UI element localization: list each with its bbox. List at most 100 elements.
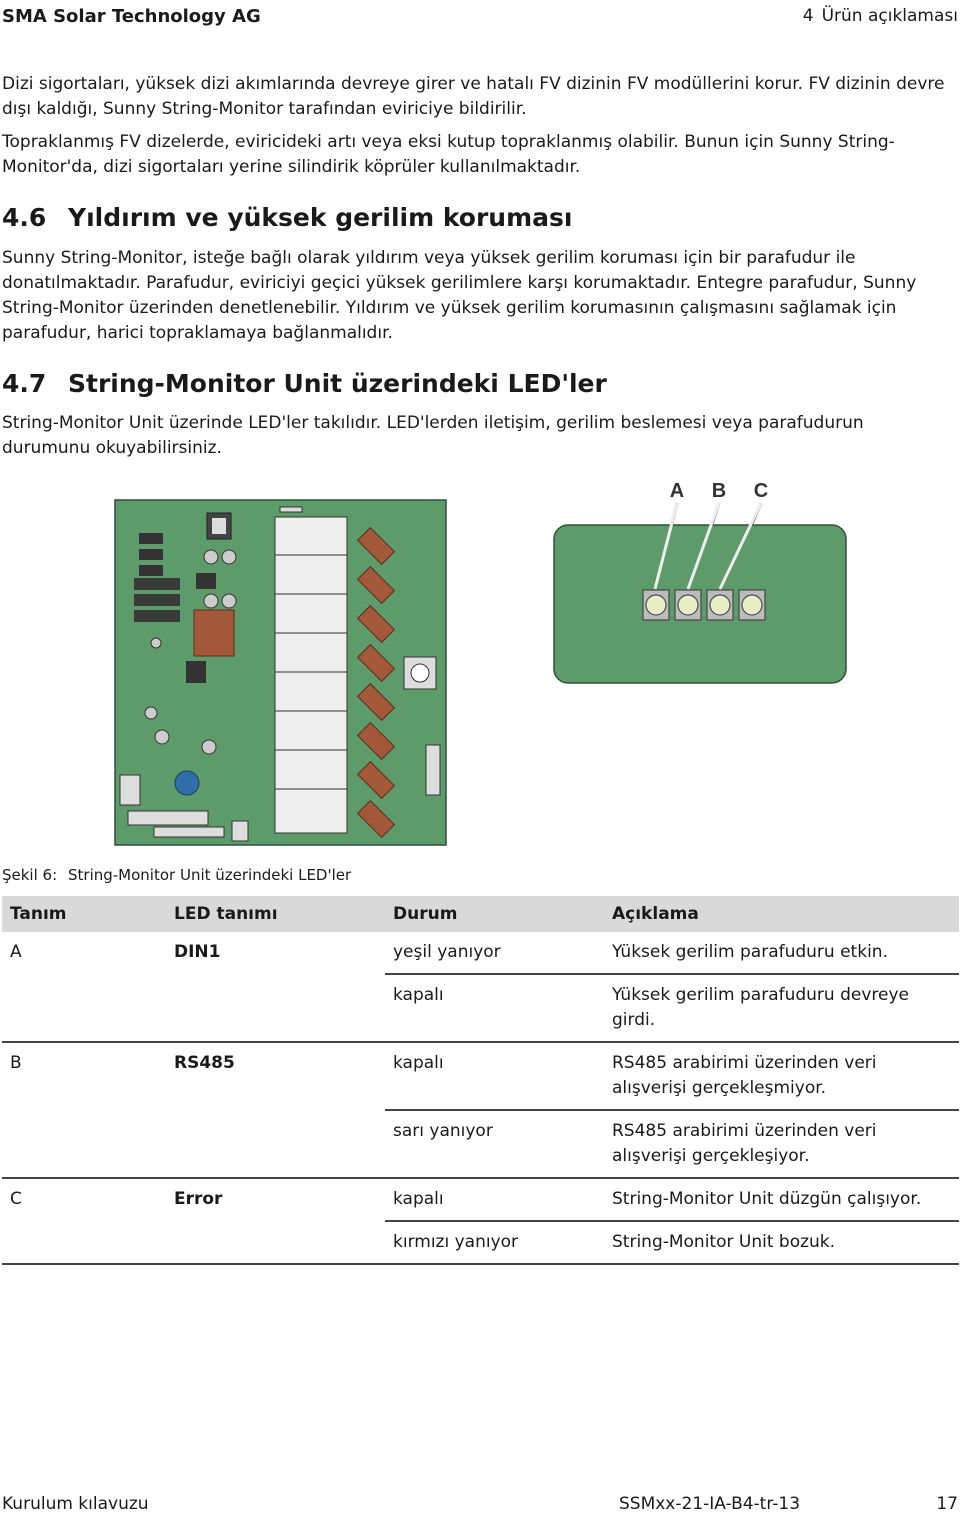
capacitor [221,549,237,565]
table-row: kırmızı yanıyor String-Monitor Unit bozu… [2,1220,959,1265]
capacitor [144,706,158,720]
varistor [356,721,396,761]
cell-aciklama: RS485 arabirimi üzerinden veri alışveriş… [604,1109,959,1178]
component-block [139,549,163,560]
capacitor [154,729,170,745]
column-header: Açıklama [604,896,959,932]
company-name: SMA Solar Technology AG [2,5,261,27]
chapter-number: 4 [802,6,814,26]
chapter-title: Ürün açıklaması [821,6,958,26]
cell-tanim: A [10,942,22,962]
caption-label: Şekil 6: [2,866,58,884]
cell-aciklama: String-Monitor Unit düzgün çalışıyor. [604,1177,959,1221]
led-2 [674,589,702,621]
cell-led: DIN1 [174,942,221,962]
cell-tanim [2,974,166,1042]
cell-durum: kırmızı yanıyor [385,1220,604,1265]
component-block [134,578,180,590]
connector-block [119,774,141,806]
section-number: 4.6 [2,203,47,232]
section-number: 4.7 [2,369,47,398]
cell-tanim: B [2,1041,166,1110]
pointer-line-a [653,502,679,590]
capacitor [201,739,217,755]
component-block [139,565,163,576]
section-heading-4-7: 4.7 String-Monitor Unit üzerindeki LED'le… [2,369,607,398]
varistor [356,604,396,644]
capacitor [150,637,162,649]
table-row: A DIN1 yeşil yanıyor Yüksek gerilim para… [2,932,959,974]
pointer-line-c [718,502,763,590]
chapter-heading: 4 Ürün açıklaması [803,6,958,26]
connector-header [127,810,209,826]
caption-text: String-Monitor Unit üzerindeki LED'ler [68,866,352,884]
cell-durum: kapalı [385,1041,604,1110]
cell-durum: kapalı [385,973,604,1042]
cell-tanim: C [2,1177,166,1221]
figure-caption: Şekil 6: String-Monitor Unit üzerindeki L… [2,866,351,884]
cell-aciklama: RS485 arabirimi üzerinden veri alışveriş… [604,1041,959,1110]
led-4 [738,589,766,621]
figure-label-a: A [670,480,684,502]
transistor [186,661,206,683]
led-3 [706,589,734,621]
led-table: Tanım LED tanımı Durum Açıklama A DIN1 y… [2,896,959,1265]
page-footer: Kurulum kılavuzu SSMxx-21-IA-B4-tr-13 17 [2,1494,958,1514]
chip-window [212,518,226,534]
cell-aciklama: Yüksek gerilim parafuduru etkin. [612,942,888,962]
capacitor [221,593,237,609]
varistor [356,799,396,839]
page-number: 17 [936,1494,958,1514]
table-row: B RS485 kapalı RS485 arabirimi üzerinden… [2,1041,959,1110]
footer-document-id: SSMxx-21-IA-B4-tr-13 [619,1494,801,1514]
component-block [134,610,180,622]
circuit-board-figure: A B C [114,480,847,846]
table-row: C Error kapalı String-Monitor Unit düzgü… [2,1177,959,1221]
cell-aciklama: Yüksek gerilim parafuduru devreye girdi. [604,973,959,1042]
pointer-line-b [686,502,721,590]
section-heading-4-6: 4.6 Yıldırım ve yüksek gerilim koruması [2,203,572,232]
varistor [356,643,396,683]
table-row: sarı yanıyor RS485 arabirimi üzerinden v… [2,1109,959,1178]
cell-led [166,974,385,1042]
component-block [134,594,180,606]
led-1 [642,589,670,621]
potentiometer-knob [410,663,430,683]
section-title: Yıldırım ve yüksek gerilim koruması [68,203,573,232]
ic-chip [196,573,216,589]
paragraph-fuses: Dizi sigortaları, yüksek dizi akımlarınd… [2,74,945,119]
battery-component [174,770,200,796]
cell-durum: yeşil yanıyor [393,942,501,962]
table-header-row: Tanım LED tanımı Durum Açıklama [2,896,959,932]
cell-led [166,1110,385,1178]
footer-manual-name: Kurulum kılavuzu [2,1494,149,1514]
paragraph-grounding: Topraklanmış FV dizelerde, eviricideki a… [2,132,895,177]
cell-led [166,1221,385,1265]
fuse-holder-column [274,516,348,834]
cell-tanim [2,1221,166,1265]
varistor [356,682,396,722]
connector-strip [425,744,441,796]
column-header: Tanım [2,896,166,932]
column-header: Durum [385,896,604,932]
capacitor [203,549,219,565]
paragraph-leds: String-Monitor Unit üzerinde LED'ler tak… [2,413,864,458]
cell-led: Error [166,1177,385,1221]
connector-block [231,820,249,842]
column-header: LED tanımı [166,896,385,932]
figure-label-c: C [754,480,768,502]
varistor [356,565,396,605]
cell-aciklama: String-Monitor Unit bozuk. [604,1220,959,1265]
varistor [356,526,396,566]
capacitor [203,593,219,609]
page-header: SMA Solar Technology AG 4 Ürün açıklaması [2,2,958,30]
cell-led: RS485 [166,1041,385,1110]
figure-label-b: B [712,480,726,502]
cell-durum: sarı yanıyor [385,1109,604,1178]
varistor [356,760,396,800]
paragraph-lightning: Sunny String-Monitor, isteğe bağlı olara… [2,248,917,343]
table-row: kapalı Yüksek gerilim parafuduru devreye… [2,973,959,1042]
cell-durum: kapalı [385,1177,604,1221]
section-title: String-Monitor Unit üzerindeki LED'ler [68,369,607,398]
cell-tanim [2,1110,166,1178]
